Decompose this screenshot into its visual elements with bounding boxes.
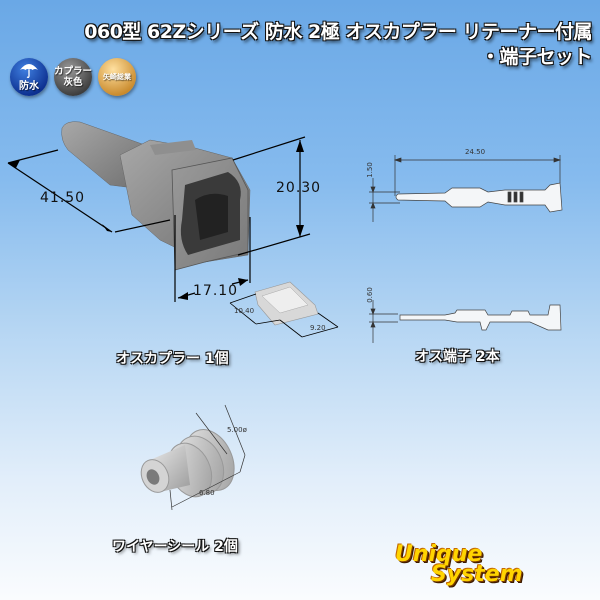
waterproof-label: 防水 — [19, 81, 39, 92]
coupler-color-badge: カプラー 灰色 — [54, 58, 92, 96]
umbrella-icon — [20, 64, 38, 78]
unique-system-logo: Unique System — [395, 542, 523, 587]
seal-length-dim: 6.80 — [199, 489, 215, 497]
terminal-thickness-dim: 1.50 — [365, 162, 374, 178]
title-line-1: 060型 62Zシリーズ 防水 2極 オスカプラー リテーナー付属 — [84, 21, 592, 43]
logo-line-2: System — [431, 562, 523, 587]
seal-caption: ワイヤーシール 2個 — [112, 539, 238, 555]
seal-diameter-dim: 5.00ø — [227, 426, 247, 434]
title-line-2: ・端子セット — [480, 46, 593, 68]
coupler-caption: オスカプラー 1個 — [116, 351, 229, 367]
terminal-side-thickness-dim: 0.60 — [365, 287, 374, 303]
retainer-dim-a: 10.40 — [234, 307, 255, 315]
retainer-dim-b: 9.20 — [310, 324, 326, 332]
logo-line-1: Unique — [395, 542, 483, 567]
coupler-color-line2: 灰色 — [63, 77, 83, 88]
terminal-caption: オス端子 2本 — [415, 349, 500, 365]
coupler-height-dim: 20.30 — [276, 180, 322, 196]
waterproof-badge: 防水 — [10, 58, 48, 96]
coupler-color-line1: カプラー — [54, 66, 93, 77]
manufacturer-badge: 矢崎総業 — [98, 58, 136, 96]
coupler-length-dim: 41.50 — [40, 190, 86, 206]
terminal-length-dim: 24.50 — [465, 148, 486, 156]
manufacturer-label: 矢崎総業 — [103, 72, 131, 81]
product-title: 060型 62Zシリーズ 防水 2極 オスカプラー リテーナー付属 ・端子セット — [2, 20, 592, 70]
feature-badges: 防水 カプラー 灰色 矢崎総業 — [10, 58, 136, 96]
coupler-width-dim: 17.10 — [193, 283, 239, 299]
